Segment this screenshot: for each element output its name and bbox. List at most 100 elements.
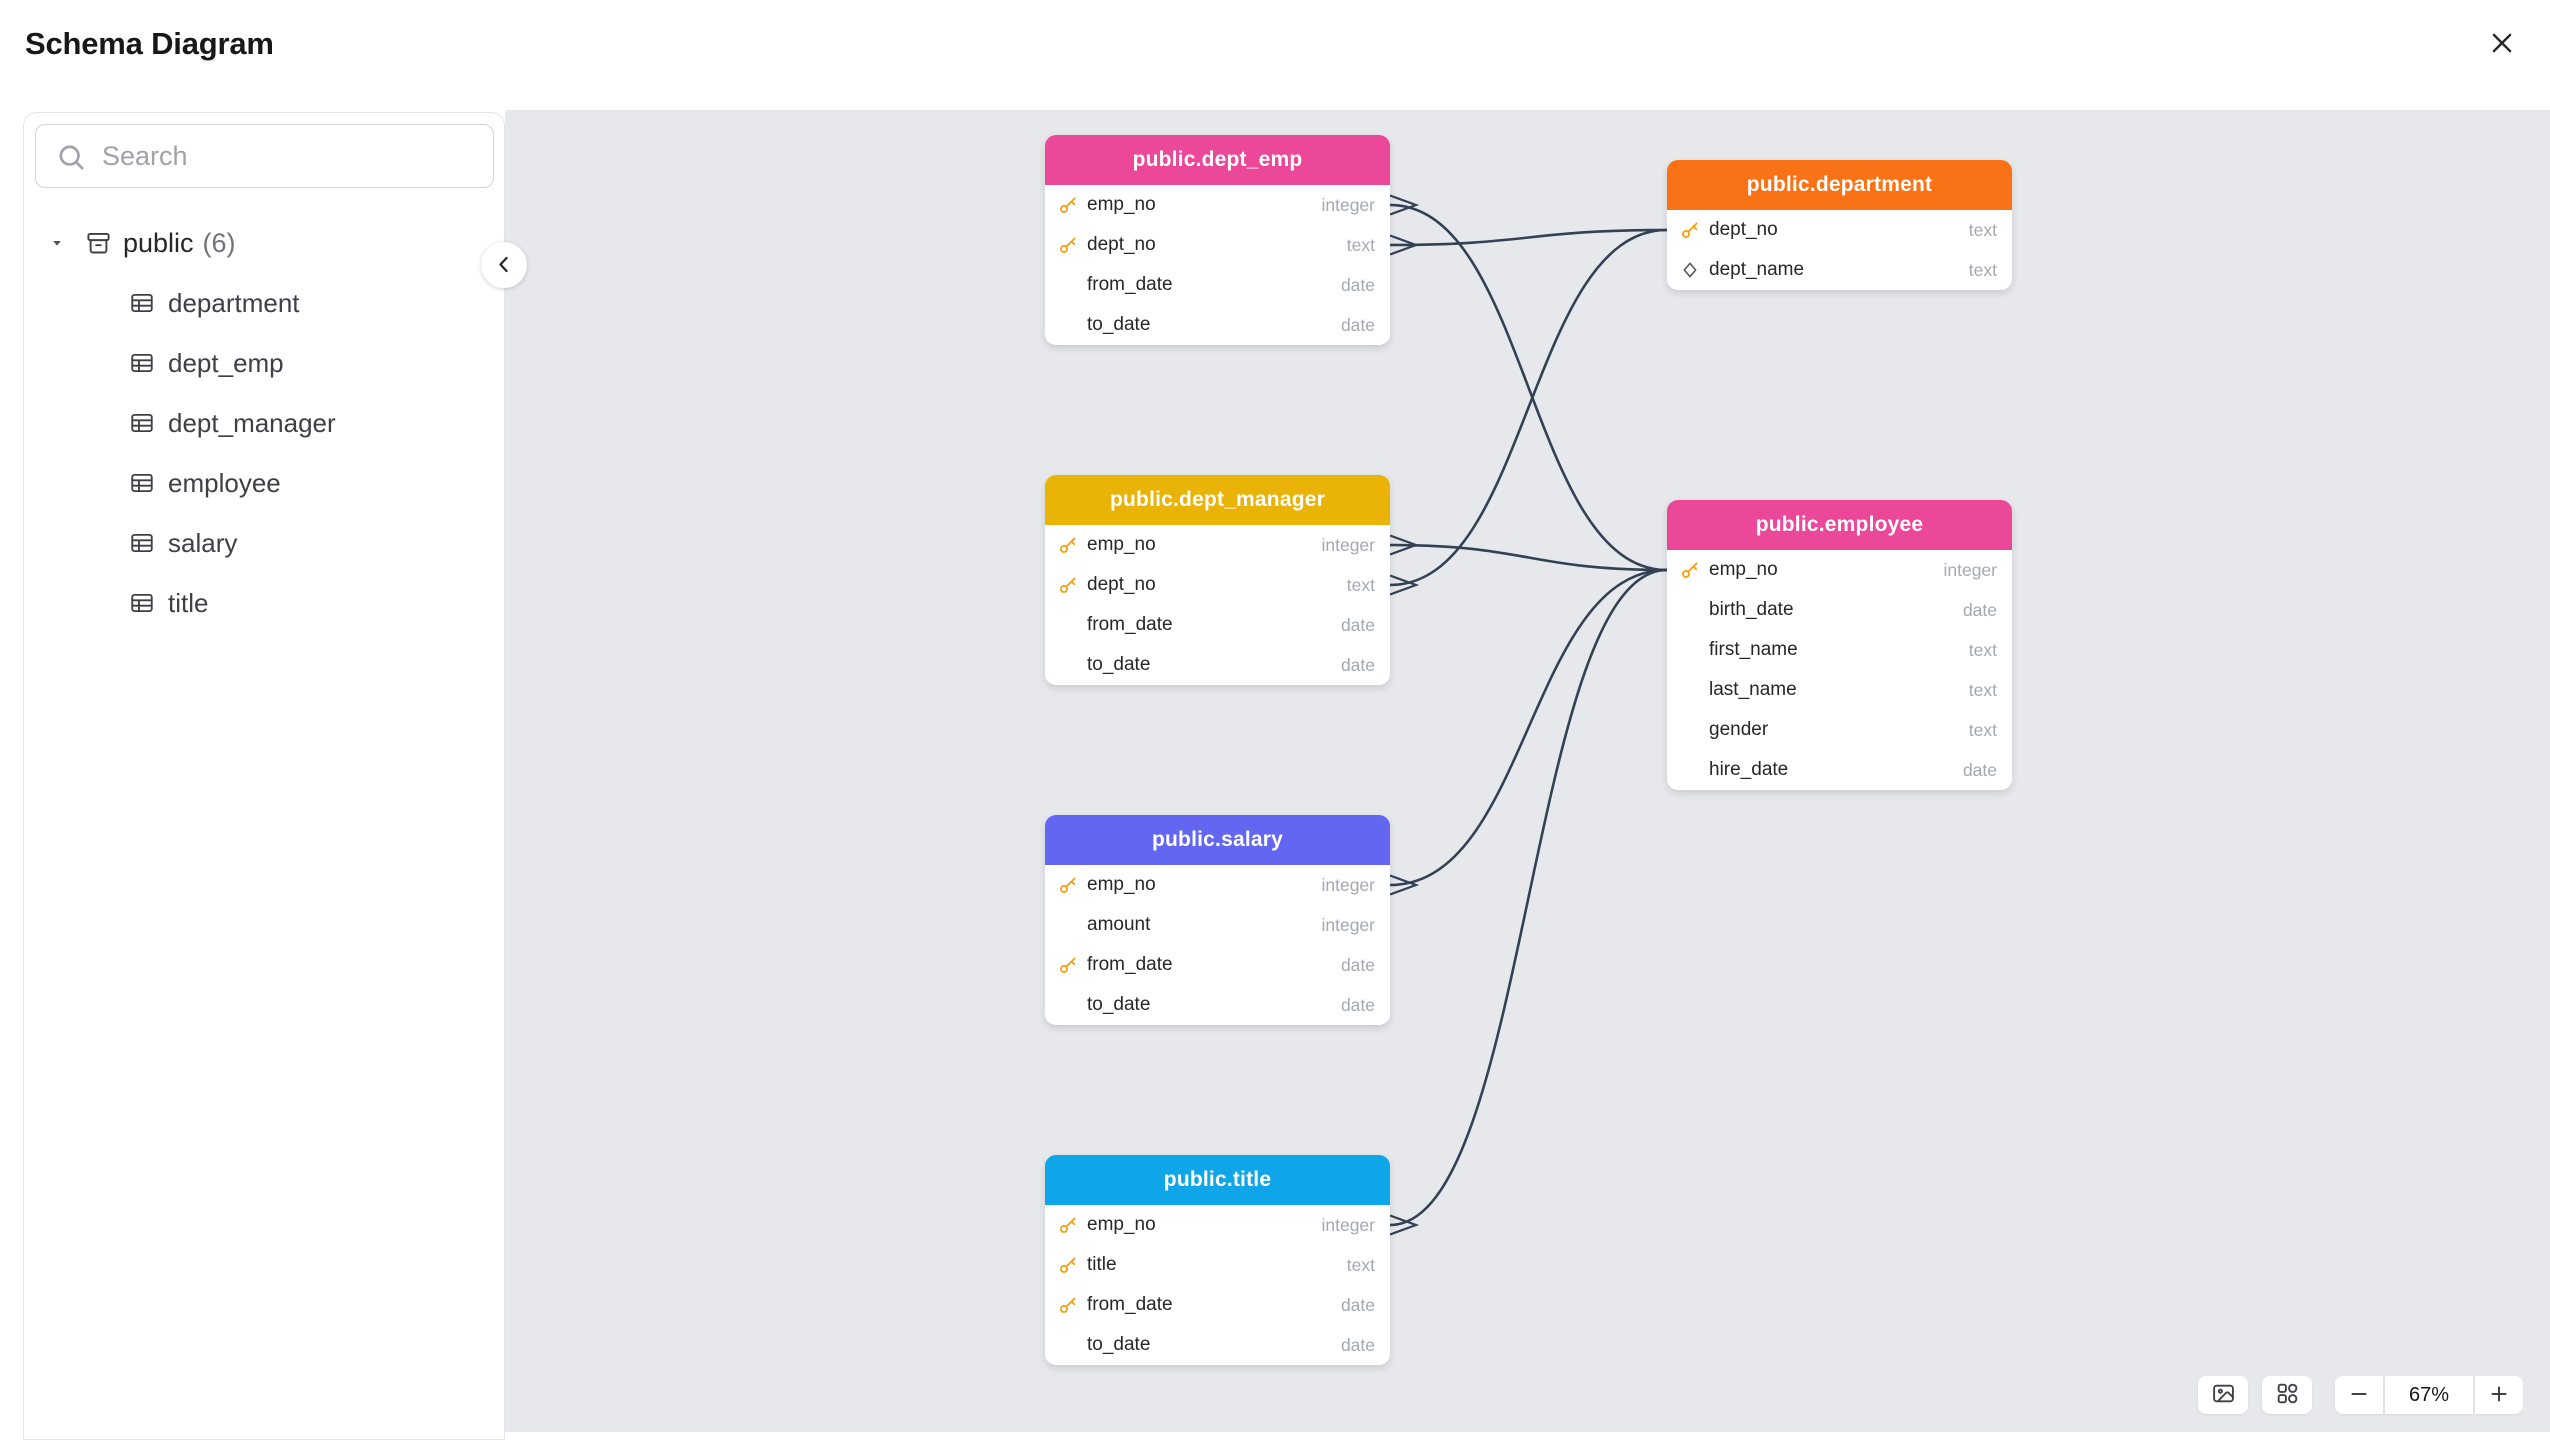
column-name: emp_no bbox=[1087, 874, 1156, 895]
download-image-button[interactable] bbox=[2198, 1376, 2248, 1414]
column-name: from_date bbox=[1087, 274, 1173, 295]
column-type: date bbox=[1340, 274, 1375, 295]
column-type: text bbox=[1968, 719, 1997, 740]
search-box bbox=[35, 124, 494, 188]
column-type: text bbox=[1968, 639, 1997, 660]
column-row-emp_no: emp_no integer bbox=[1045, 185, 1390, 225]
crow-foot-marker bbox=[1389, 194, 1420, 216]
auto-layout-button[interactable] bbox=[2262, 1376, 2312, 1414]
table-node-title: public.employee bbox=[1667, 500, 2012, 550]
page-title: Schema Diagram bbox=[25, 26, 274, 61]
sidebar-item-department[interactable]: department bbox=[24, 273, 504, 333]
sidebar-item-label: dept_manager bbox=[168, 407, 336, 438]
column-type: date bbox=[1340, 654, 1375, 675]
sidebar-item-title[interactable]: title bbox=[24, 573, 504, 633]
search-input[interactable] bbox=[36, 125, 493, 187]
column-name: title bbox=[1087, 1254, 1117, 1275]
column-name: emp_no bbox=[1087, 1214, 1156, 1235]
column-name: to_date bbox=[1087, 1334, 1151, 1355]
zoom-control: 67% bbox=[2335, 1376, 2523, 1414]
table-icon bbox=[129, 350, 168, 376]
table-node-title: public.title bbox=[1045, 1155, 1390, 1205]
column-name: gender bbox=[1709, 719, 1769, 740]
diamond-icon-slot bbox=[1680, 260, 1709, 280]
column-type: date bbox=[1340, 614, 1375, 635]
zoom-out-button[interactable] bbox=[2335, 1376, 2383, 1414]
column-name: emp_no bbox=[1087, 194, 1156, 215]
close-button[interactable] bbox=[2482, 24, 2522, 64]
column-name: emp_no bbox=[1087, 534, 1156, 555]
table-icon bbox=[129, 590, 168, 616]
canvas-controls: 67% bbox=[2198, 1376, 2523, 1414]
table-icon bbox=[129, 470, 168, 496]
column-type: integer bbox=[1321, 194, 1375, 215]
schema-box-icon bbox=[85, 230, 112, 257]
column-row-gender: gender text bbox=[1667, 710, 2012, 750]
column-type: date bbox=[1962, 759, 1997, 780]
table-node-title: public.department bbox=[1667, 160, 2012, 210]
column-name: to_date bbox=[1087, 994, 1151, 1015]
table-node-title: public.salary bbox=[1045, 815, 1390, 865]
edge-layer bbox=[1389, 194, 1668, 1236]
column-name: dept_no bbox=[1087, 574, 1156, 595]
column-row-emp_no: emp_no integer bbox=[1045, 525, 1390, 565]
column-name: emp_no bbox=[1709, 559, 1778, 580]
caret-down-icon[interactable] bbox=[50, 236, 64, 250]
column-type: text bbox=[1346, 1254, 1375, 1275]
column-type: date bbox=[1340, 1334, 1375, 1355]
column-type: integer bbox=[1321, 914, 1375, 935]
primary-key-icon bbox=[1060, 877, 1076, 893]
column-type: date bbox=[1340, 314, 1375, 335]
sidebar-item-dept_emp[interactable]: dept_emp bbox=[24, 333, 504, 393]
primary-key-icon-slot bbox=[1058, 955, 1087, 975]
column-name: hire_date bbox=[1709, 759, 1789, 780]
sidebar-item-dept_manager[interactable]: dept_manager bbox=[24, 393, 504, 453]
column-row-hire_date: hire_date date bbox=[1667, 750, 2012, 790]
schema-tree-public[interactable]: public (6) bbox=[24, 213, 504, 273]
table-icon bbox=[129, 410, 168, 436]
column-name: from_date bbox=[1087, 1294, 1173, 1315]
relationship-edge-dept_manager.emp_no-to-employee.emp_no bbox=[1389, 543, 1668, 572]
primary-key-icon-slot bbox=[1680, 560, 1709, 580]
relationship-edge-title.emp_no-to-employee.emp_no bbox=[1389, 568, 1668, 1227]
primary-key-icon bbox=[1682, 222, 1698, 238]
titlebar: Schema Diagram bbox=[0, 0, 2550, 110]
column-type: date bbox=[1340, 994, 1375, 1015]
close-icon bbox=[2487, 33, 2517, 61]
crow-foot-marker bbox=[1389, 234, 1420, 256]
relationship-edge-dept_manager.dept_no-to-department.dept_no bbox=[1389, 228, 1668, 587]
zoom-in-button[interactable] bbox=[2475, 1376, 2523, 1414]
primary-key-icon-slot bbox=[1058, 1295, 1087, 1315]
column-type: text bbox=[1346, 574, 1375, 595]
layout-grid-icon bbox=[2275, 1381, 2300, 1409]
column-type: text bbox=[1968, 219, 1997, 240]
column-type: text bbox=[1346, 234, 1375, 255]
column-type: integer bbox=[1943, 559, 1997, 580]
sidebar-item-salary[interactable]: salary bbox=[24, 513, 504, 573]
primary-key-icon-slot bbox=[1058, 875, 1087, 895]
column-type: date bbox=[1962, 599, 1997, 620]
crow-foot-marker bbox=[1389, 1214, 1420, 1236]
relationship-edge-salary.emp_no-to-employee.emp_no bbox=[1389, 568, 1668, 887]
column-type: integer bbox=[1321, 534, 1375, 555]
sidebar-collapse-button[interactable] bbox=[481, 242, 527, 288]
primary-key-icon-slot bbox=[1058, 575, 1087, 595]
sidebar-item-employee[interactable]: employee bbox=[24, 453, 504, 513]
column-type: integer bbox=[1321, 874, 1375, 895]
primary-key-icon bbox=[1060, 237, 1076, 253]
